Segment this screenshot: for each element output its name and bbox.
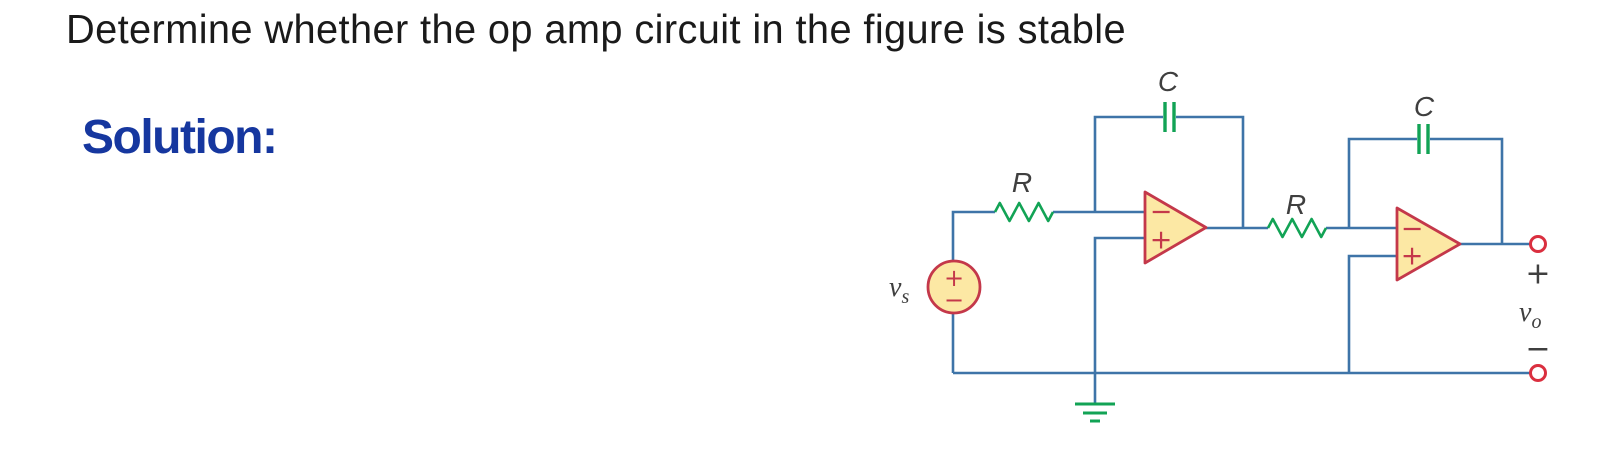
capacitor-1: C [1158, 66, 1179, 132]
source-label: vs [889, 272, 909, 308]
source-minus-sign: − [944, 286, 964, 314]
wire-opamp2-noninverting-to-rail [1347, 254, 1397, 373]
wire-feedback2-left [1347, 137, 1417, 228]
capacitor-icon [1163, 102, 1176, 132]
capacitor-2: C [1414, 91, 1435, 154]
output-terminal-negative [1529, 364, 1547, 382]
output-minus-sign: − [1525, 332, 1550, 367]
opamp-2-inverting-sign: − [1401, 214, 1424, 245]
wire-source-to-resistor1 [951, 210, 995, 261]
wire-opamp1-noninverting-to-ground [1093, 236, 1145, 404]
output-plus-sign: + [1525, 257, 1550, 292]
ground-icon [1075, 402, 1115, 423]
voltage-source-icon [926, 259, 982, 315]
solution-heading: Solution: [82, 111, 278, 164]
source-plus-sign: + [944, 264, 964, 292]
opamp-1-noninverting-sign: + [1150, 225, 1173, 256]
opamp-icon [1143, 190, 1208, 265]
resistor-2: R [1266, 189, 1328, 239]
capacitor-icon [1417, 124, 1430, 154]
wire-feedback1-left [1093, 115, 1163, 212]
output-terminal-positive [1529, 235, 1547, 253]
opamp-2: − + [1395, 206, 1462, 282]
problem-statement: Determine whether the op amp circuit in … [66, 6, 1127, 52]
opamp-icon [1395, 206, 1462, 282]
resistor-1: R [993, 167, 1055, 223]
resistor-1-label: R [1012, 167, 1032, 198]
ground-bars [1075, 402, 1115, 423]
capacitor-2-label: C [1414, 91, 1435, 122]
wire-feedback1-right [1176, 115, 1245, 228]
wire-feedback2-right [1430, 137, 1504, 244]
voltage-source: + − vs [889, 259, 982, 315]
output-port: + vo − [1519, 235, 1551, 382]
resistor-2-label: R [1286, 189, 1306, 220]
opamp-1-inverting-sign: − [1150, 197, 1173, 228]
resistor-icon [993, 201, 1055, 223]
opamp-1: − + [1143, 190, 1208, 265]
capacitor-1-label: C [1158, 66, 1179, 97]
opamp-2-noninverting-sign: + [1401, 241, 1424, 272]
output-label: vo [1519, 297, 1541, 333]
wires [951, 115, 1530, 404]
resistor-icon [1266, 217, 1328, 239]
